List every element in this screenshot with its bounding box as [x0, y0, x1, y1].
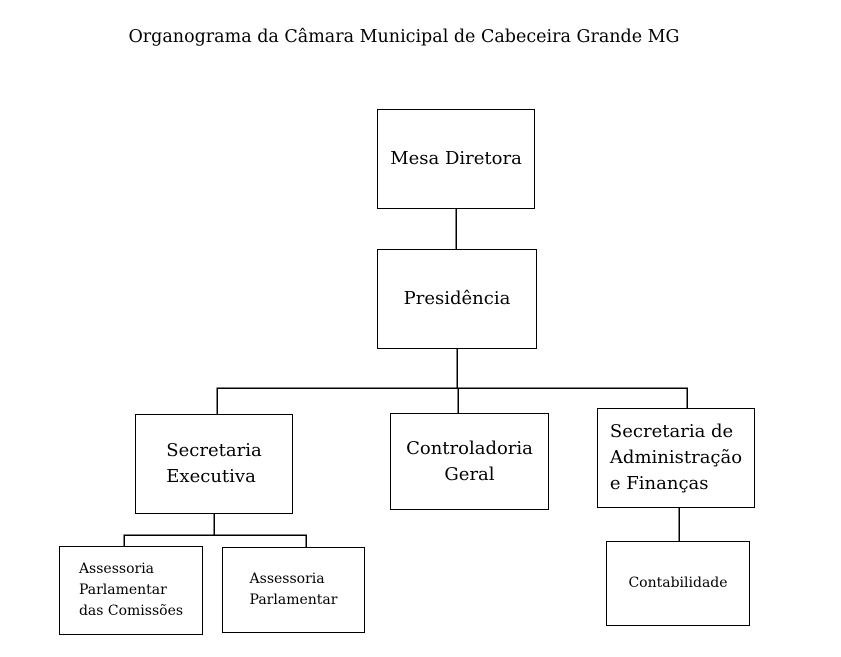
org-node-assessoria-parlamentar: Assessoria Parlamentar — [222, 547, 365, 633]
node-label-assessoria-parlamentar-comissoes: Assessoria Parlamentar das Comissões — [78, 561, 184, 619]
org-node-presidencia: Presidência — [377, 249, 537, 349]
connector-secretaria-executiva-children — [123, 514, 307, 547]
node-label-contabilidade: Contabilidade — [628, 575, 728, 591]
org-node-assessoria-parlamentar-comissoes: Assessoria Parlamentar das Comissões — [59, 546, 203, 635]
org-node-contabilidade: Contabilidade — [606, 541, 750, 626]
node-label-secretaria-executiva: Secretaria Executiva — [166, 440, 262, 487]
node-label-assessoria-parlamentar: Assessoria Parlamentar — [249, 571, 338, 608]
org-node-mesa-diretora: Mesa Diretora — [377, 109, 535, 209]
org-node-secretaria-administracao-financas: Secretaria de Administração e Finanças — [597, 408, 755, 508]
org-node-controladoria-geral: Controladoria Geral — [390, 413, 549, 510]
node-label-secretaria-administracao-financas: Secretaria de Administração e Finanças — [609, 421, 743, 494]
node-label-presidencia: Presidência — [403, 288, 511, 309]
node-label-mesa-diretora: Mesa Diretora — [390, 148, 522, 169]
node-label-controladoria-geral: Controladoria Geral — [406, 437, 533, 485]
chart-title: Organograma da Câmara Municipal de Cabec… — [128, 27, 680, 47]
connector-presidencia-children — [216, 349, 688, 414]
org-node-secretaria-executiva: Secretaria Executiva — [135, 414, 293, 514]
